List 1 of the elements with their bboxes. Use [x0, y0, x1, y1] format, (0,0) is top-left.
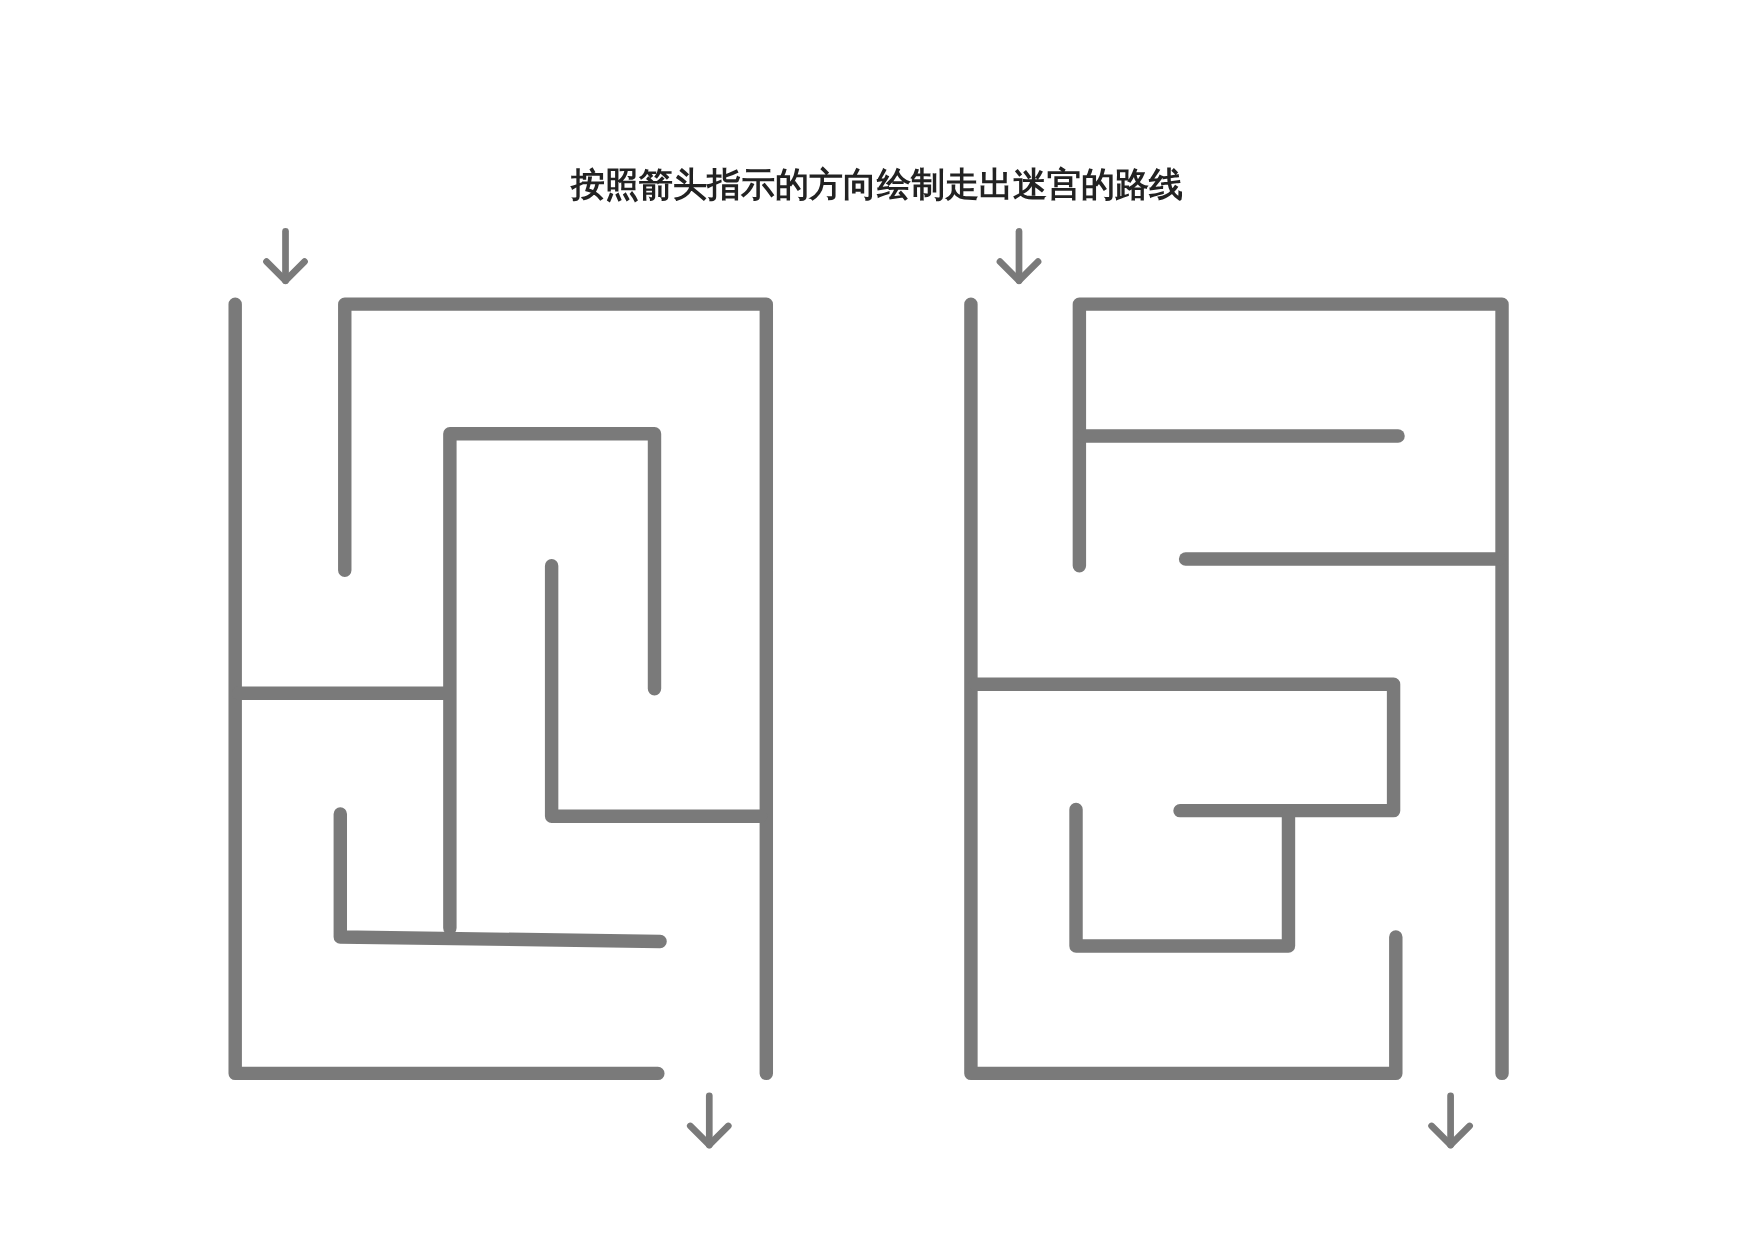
title: 按照箭头指示的方向绘制走出迷宫的路线: [571, 163, 1183, 206]
